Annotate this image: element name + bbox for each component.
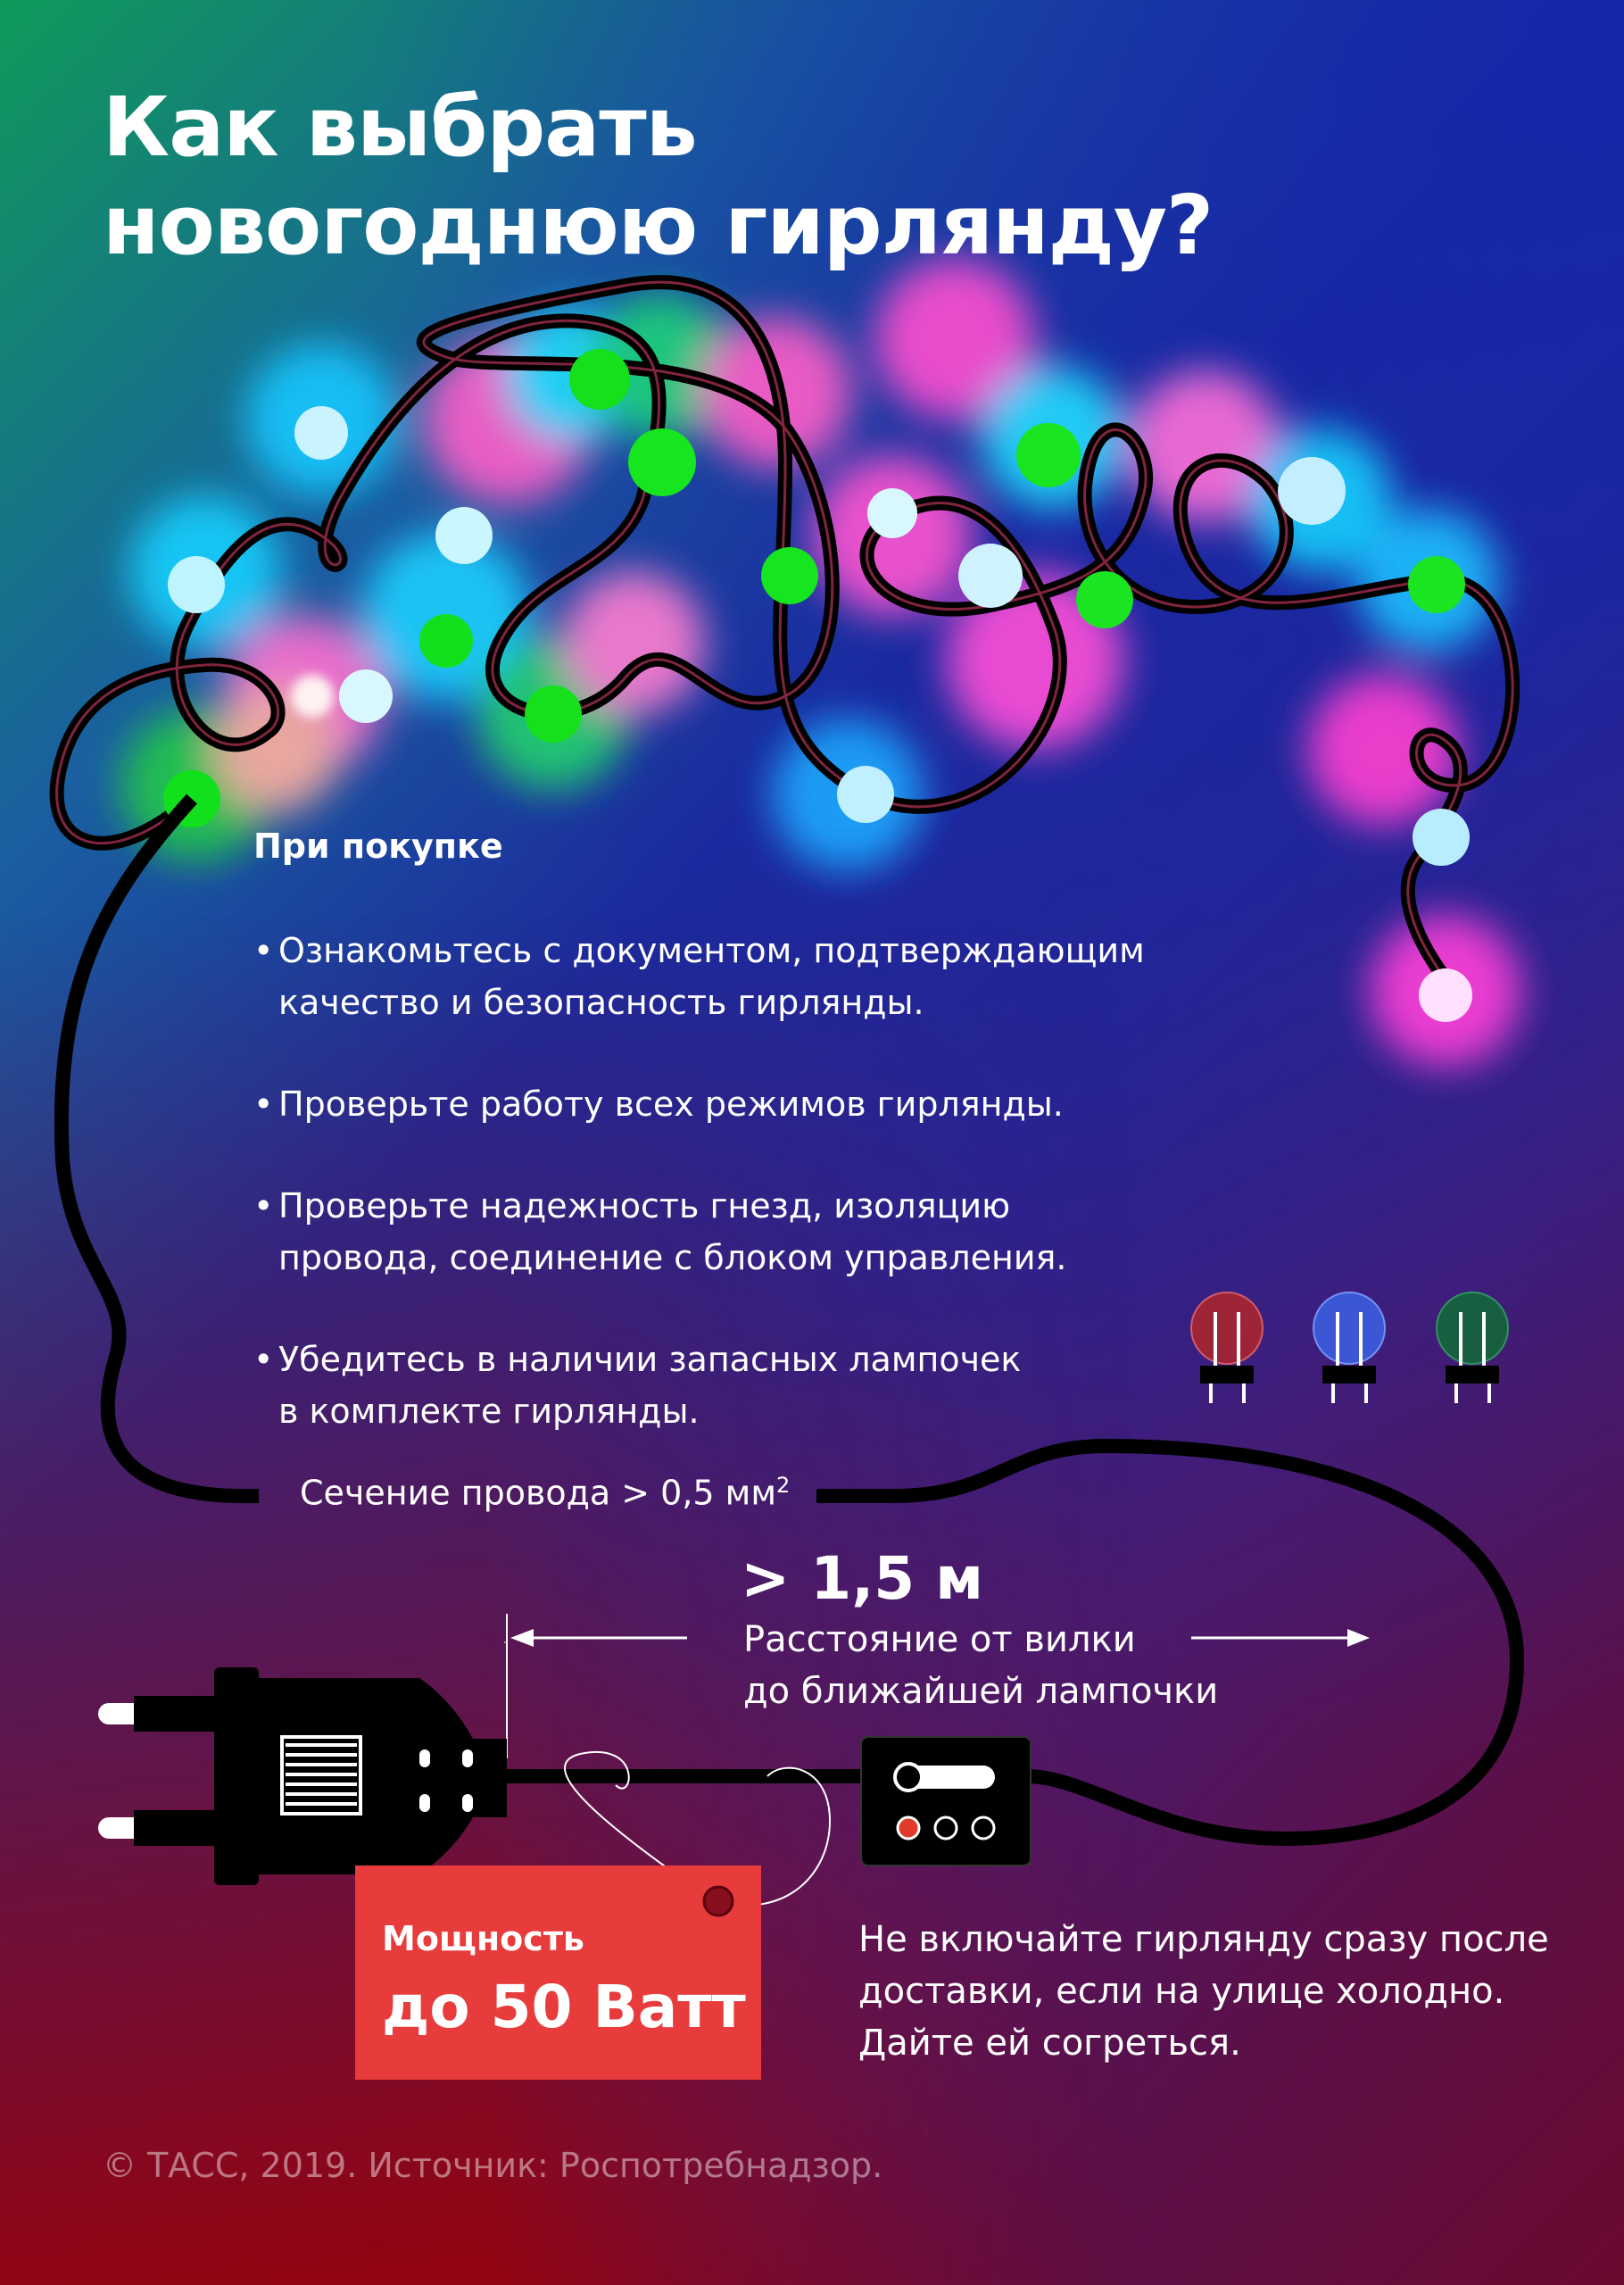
power-value: до 50 Ватт xyxy=(382,1973,746,2041)
garland-wire xyxy=(49,275,1520,998)
blue-bulb-icon xyxy=(1313,1292,1386,1403)
power-label: Мощность xyxy=(382,1919,584,1958)
footer-credit: © ТАСС, 2019. Источник: Роспотребнадзор. xyxy=(103,2146,883,2185)
tip-2-line-1: Проверьте работу всех режимов гирлянды. xyxy=(278,1084,1064,1124)
cold-warning: Не включайте гирлянду сразу после достав… xyxy=(858,1914,1590,2069)
garland-bulbs xyxy=(163,349,1472,1022)
tip-4-line-1: Убедитесь в наличии запасных лампочек xyxy=(278,1340,1022,1379)
tip-1-line-2: качество и безопасность гирлянды. xyxy=(278,983,924,1022)
power-tag: Мощность до 50 Ватт xyxy=(355,1865,761,2080)
tip-3-line-1: Проверьте надежность гнезд, изоляцию xyxy=(278,1186,1011,1226)
page-title: Как выбрать новогоднюю гирлянду? xyxy=(103,79,1214,275)
tip-item: Проверьте работу всех режимов гирлянды. xyxy=(253,1078,1280,1130)
distance-value: > 1,5 м xyxy=(741,1544,984,1613)
distance-caption-line-1: Расстояние от вилки xyxy=(743,1619,1136,1660)
tip-4-line-2: в комплекте гирлянды. xyxy=(278,1392,700,1431)
arrow-right-icon xyxy=(1191,1629,1370,1647)
tip-item: Убедитесь в наличии запасных лампочек в … xyxy=(253,1334,1280,1437)
cable xyxy=(54,794,260,1504)
warning-line-1: Не включайте гирлянду сразу после xyxy=(858,1919,1549,1960)
purchase-tips-list: Ознакомьтесь с документом, подтверждающи… xyxy=(253,925,1280,1487)
warning-line-2: доставки, если на улице холодно. xyxy=(858,1971,1505,2012)
wire-section-label: Сечение провода > 0,5 мм2 xyxy=(300,1473,790,1513)
plug-icon xyxy=(98,1667,507,1885)
distance-caption: Расстояние от вилки до ближайшей лампочк… xyxy=(743,1614,1243,1717)
green-bulb-icon xyxy=(1436,1292,1509,1403)
arrow-left-icon xyxy=(510,1629,687,1647)
wire-section-text: Сечение провода > 0,5 мм xyxy=(300,1473,777,1513)
control-box-icon xyxy=(860,1736,1032,1866)
tip-1-line-1: Ознакомьтесь с документом, подтверждающи… xyxy=(278,931,1145,970)
title-line-2: новогоднюю гирлянду? xyxy=(103,178,1214,273)
distance-caption-line-2: до ближайшей лампочки xyxy=(743,1671,1219,1712)
title-line-1: Как выбрать xyxy=(103,79,698,175)
tip-item: Проверьте надежность гнезд, изоляцию про… xyxy=(253,1180,1280,1284)
purchase-heading: При покупке xyxy=(253,827,503,866)
tip-3-line-2: провода, соединение с блоком управления. xyxy=(278,1238,1067,1277)
tip-item: Ознакомьтесь с документом, подтверждающи… xyxy=(253,925,1280,1028)
warning-line-3: Дайте ей согреться. xyxy=(858,2023,1241,2064)
wire-section-superscript: 2 xyxy=(776,1473,791,1498)
